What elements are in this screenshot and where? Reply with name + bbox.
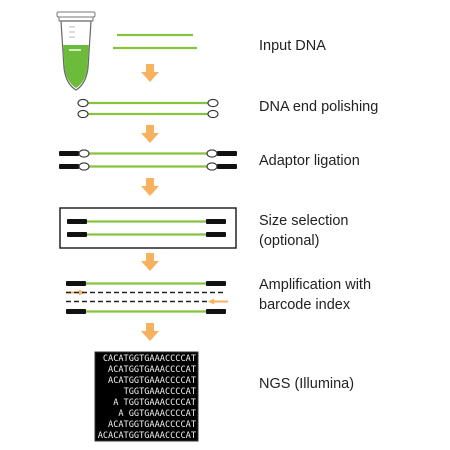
- microcentrifuge-tube-icon: [56, 11, 96, 91]
- polished-end: [206, 162, 218, 171]
- sequencing-read: ACATGGTGAAACCCCAT: [108, 376, 196, 386]
- step-adaptor-ligation: Adaptor ligation: [59, 149, 360, 171]
- sequencing-read: ACATGGTGAAACCCCAT: [108, 420, 196, 430]
- sequencing-reads: CACATGGTGAAACCCCAT ACATGGTGAAACCCCAT ACA…: [98, 354, 196, 441]
- polished-end: [207, 109, 219, 119]
- adaptor-left-bottom: [59, 164, 79, 169]
- polished-end: [78, 162, 90, 171]
- ngs-read-panel: [94, 351, 199, 442]
- sequencing-read: A TGGTGAAACCCCAT: [113, 398, 196, 408]
- adaptor-right-bottom: [206, 309, 226, 314]
- sequencing-read: ACACATGGTGAAACCCCAT: [98, 431, 196, 441]
- down-arrow-icon: [141, 178, 159, 196]
- adaptor-left-top: [66, 281, 86, 286]
- adaptor-right-bottom: [217, 164, 237, 169]
- adaptor-left-top: [59, 151, 79, 156]
- polished-end: [78, 149, 90, 158]
- polished-end: [77, 109, 89, 119]
- primer-arrow-icon: [208, 298, 228, 305]
- sequencing-read: ACATGGTGAAACCCCAT: [108, 365, 196, 375]
- step-label-adaptor-ligation: Adaptor ligation: [259, 153, 360, 169]
- sequencing-read: A GGTGAAACCCCAT: [118, 409, 196, 419]
- sequencing-read: TGGTGAAACCCCAT: [124, 387, 196, 397]
- step-label-amplification: Amplification with barcode index: [259, 277, 375, 313]
- step-label-ngs: NGS (Illumina): [259, 376, 354, 392]
- step-size-selection: Size selection (optional): [59, 207, 353, 249]
- polished-end: [77, 98, 89, 108]
- size-selection-box: [59, 207, 237, 249]
- down-arrow-icon: [141, 64, 159, 82]
- polished-end: [206, 149, 218, 158]
- adaptor-left-bottom: [67, 232, 87, 237]
- step-amplification: Amplification with barcode index: [66, 277, 375, 314]
- adaptor-right-top: [206, 219, 226, 224]
- down-arrow-icon: [141, 323, 159, 341]
- adaptor-right-top: [206, 281, 226, 286]
- step-input-dna: Input DNA: [56, 11, 326, 91]
- adaptor-right-bottom: [206, 232, 226, 237]
- adaptor-left-bottom: [66, 309, 86, 314]
- tube-liquid: [63, 45, 89, 88]
- step-label-end-polishing: DNA end polishing: [259, 99, 378, 115]
- polished-end: [207, 98, 219, 108]
- step-end-polishing: DNA end polishing: [77, 98, 378, 119]
- adaptor-right-top: [217, 151, 237, 156]
- step-label-input-dna: Input DNA: [259, 38, 326, 54]
- sequencing-read: CACATGGTGAAACCCCAT: [103, 354, 196, 364]
- down-arrow-icon: [141, 253, 159, 271]
- step-ngs: CACATGGTGAAACCCCAT ACATGGTGAAACCCCAT ACA…: [94, 351, 354, 442]
- adaptor-left-top: [67, 219, 87, 224]
- step-label-size-selection: Size selection (optional): [259, 213, 353, 249]
- down-arrow-icon: [141, 125, 159, 143]
